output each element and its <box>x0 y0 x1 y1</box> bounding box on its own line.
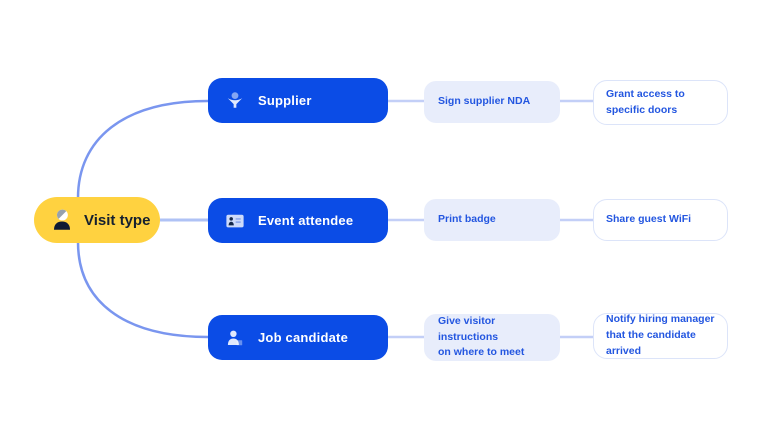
person-briefcase-icon <box>223 326 247 350</box>
action-box-event-attendee[interactable]: Print badge <box>424 199 560 241</box>
branch-node-label: Job candidate <box>258 330 349 345</box>
curve-root-to-job-candidate <box>76 240 210 339</box>
id-badge-icon <box>223 209 247 233</box>
action-box-job-candidate[interactable]: Give visitor instructions on where to me… <box>424 314 560 361</box>
action-text: Give visitor instructions on where to me… <box>438 314 525 359</box>
action-text: Sign supplier NDA <box>438 95 531 108</box>
outcome-box-supplier[interactable]: Grant access to specific doors <box>593 80 728 125</box>
action-box-supplier[interactable]: Sign supplier NDA <box>424 81 560 123</box>
outcome-box-job-candidate[interactable]: Notify hiring manager that the candidate… <box>593 313 728 359</box>
curve-root-to-supplier <box>76 99 210 200</box>
supplier-person-icon <box>223 89 247 113</box>
branch-node-event-attendee[interactable]: Event attendee <box>208 198 388 243</box>
branch-node-job-candidate[interactable]: Job candidate <box>208 315 388 360</box>
outcome-text: Grant access to specific doors <box>606 87 685 116</box>
person-avatar-icon <box>49 207 75 233</box>
root-node-label: Visit type <box>84 211 151 229</box>
outcome-text: Notify hiring manager that the candidate… <box>606 313 715 357</box>
root-node-visit-type[interactable]: Visit type <box>34 197 160 243</box>
branch-node-label: Supplier <box>258 93 312 108</box>
branch-node-label: Event attendee <box>258 213 354 228</box>
branch-node-supplier[interactable]: Supplier <box>208 78 388 123</box>
action-text: Print badge <box>438 213 496 226</box>
outcome-text: Share guest WiFi <box>606 213 692 226</box>
outcome-box-event-attendee[interactable]: Share guest WiFi <box>593 199 728 241</box>
